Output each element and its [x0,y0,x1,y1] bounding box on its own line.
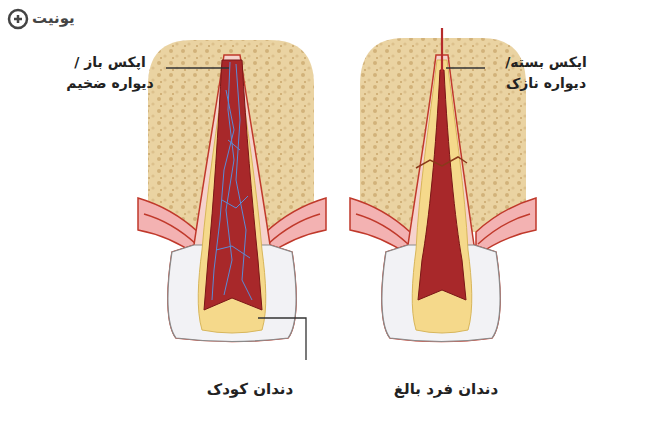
child-tooth [168,55,296,342]
logo-icon [9,10,27,28]
callout-label: اپکس بسته/ دیواره نازک [490,52,602,94]
leader-line [166,68,485,360]
label-holder: یونیت [32,7,75,30]
tooth-caption: دندان فرد بالغ [394,378,498,401]
tooth-caption: دندان کودک [207,378,293,401]
callout-label: اپکس باز / دیواره ضخیم [60,52,160,94]
label-holder: دندان کودک [207,378,293,401]
watermark: یونیت [32,7,75,30]
label-holder: اپکس باز / دیواره ضخیم [60,52,160,94]
label-holder: اپکس بسته/ دیواره نازک [490,52,602,94]
adult-tooth [382,28,500,342]
label-holder: دندان فرد بالغ [394,378,498,401]
